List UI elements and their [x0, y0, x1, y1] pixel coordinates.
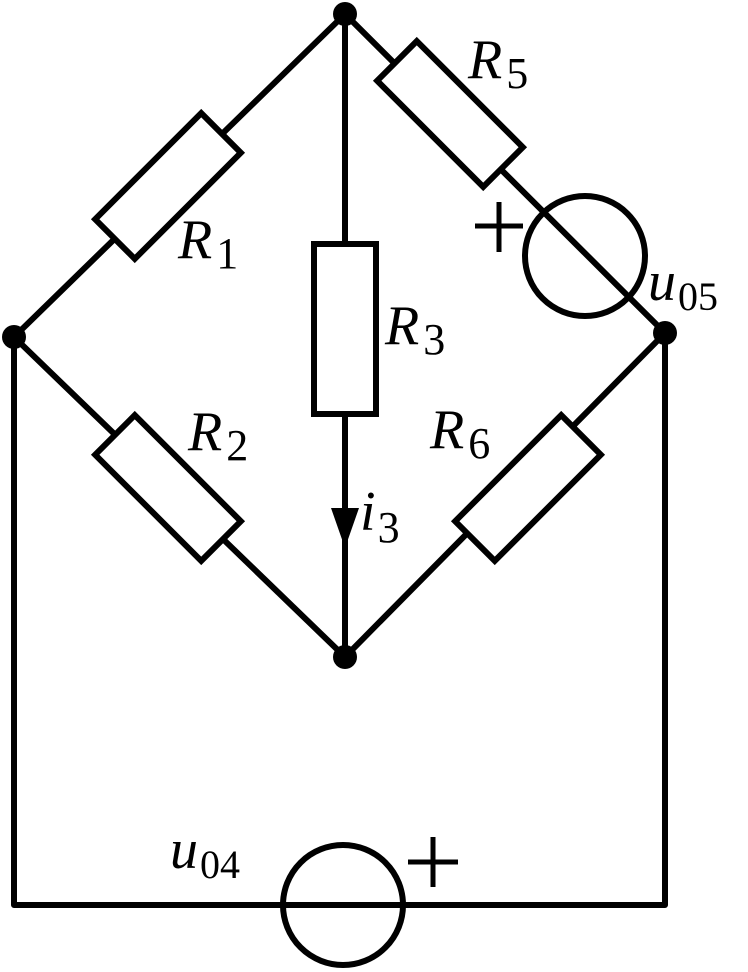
resistor-r1: [90, 108, 246, 264]
resistor-r2: [90, 410, 246, 566]
junctions: [2, 2, 677, 669]
plus-sign-u04: [408, 837, 458, 887]
label-r3: R3: [384, 295, 445, 364]
voltage-sources: [280, 193, 648, 968]
label-r1: R1: [177, 209, 238, 278]
label-u05: u05: [648, 251, 718, 319]
wire-bottom-loop: [11, 330, 668, 908]
polarity-marks: [408, 202, 523, 887]
resistor-r5: [372, 36, 528, 192]
label-r5: R5: [467, 29, 528, 98]
junction-bottom: [333, 645, 357, 669]
label-u04: u04: [170, 819, 240, 887]
junction-left: [2, 325, 26, 349]
plus-sign-u05: [475, 202, 523, 252]
label-r6: R6: [429, 399, 490, 468]
resistor-r3: [311, 241, 379, 417]
labels: R1 R2 R3 R5 R6 u05 u04 i3: [170, 29, 718, 887]
label-r2: R2: [187, 401, 248, 470]
junction-right: [653, 321, 677, 345]
label-i3: i3: [360, 481, 400, 552]
resistors: [90, 36, 606, 566]
resistor-r6: [450, 410, 606, 566]
source-u04: [280, 842, 406, 968]
source-u05: [522, 193, 648, 319]
current-arrow-i3: [331, 508, 359, 548]
junction-top: [333, 2, 357, 26]
